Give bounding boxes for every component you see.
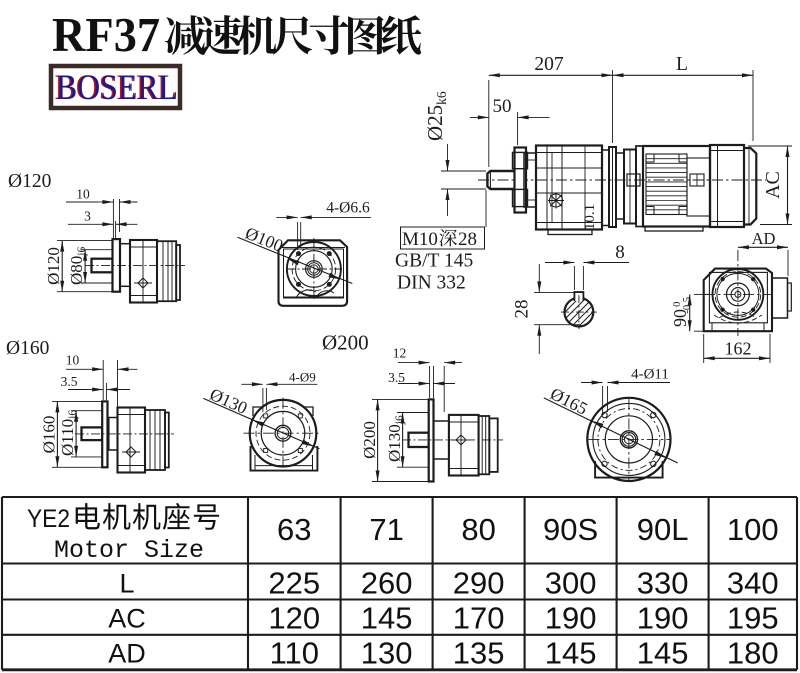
svg-text:Ø120: Ø120: [44, 247, 63, 285]
svg-text:L: L: [676, 54, 688, 75]
svg-text:GB/T 145: GB/T 145: [395, 251, 473, 272]
svg-text:Ø200: Ø200: [360, 421, 379, 459]
svg-text:90 0-0.5: 90 0-0.5: [670, 297, 693, 327]
svg-text:Ø120: Ø120: [8, 171, 51, 192]
svg-text:RF37: RF37: [52, 7, 160, 62]
svg-text:180: 180: [727, 636, 779, 671]
svg-text:90L: 90L: [637, 512, 689, 547]
svg-text:AD: AD: [752, 229, 776, 248]
svg-text:3.5: 3.5: [388, 370, 405, 385]
svg-text:330: 330: [637, 566, 689, 601]
svg-text:300: 300: [545, 566, 597, 601]
svg-text:10: 10: [76, 187, 90, 202]
svg-text:190: 190: [637, 601, 689, 636]
svg-text:100: 100: [727, 512, 779, 547]
svg-text:AC: AC: [762, 171, 784, 199]
svg-text:BOSERL: BOSERL: [55, 67, 177, 107]
svg-text:145: 145: [545, 636, 597, 671]
svg-text:130: 130: [361, 636, 413, 671]
svg-text:50: 50: [493, 96, 512, 117]
svg-text:10: 10: [66, 353, 80, 368]
svg-text:DIN 332: DIN 332: [397, 273, 466, 294]
svg-text:12: 12: [393, 346, 407, 361]
svg-text:Ø110j6: Ø110j6: [58, 410, 79, 456]
svg-text:290: 290: [453, 566, 505, 601]
svg-text:3.5: 3.5: [61, 374, 78, 389]
svg-text:90S: 90S: [543, 512, 598, 547]
svg-text:145: 145: [361, 601, 413, 636]
svg-text:L: L: [119, 569, 134, 599]
svg-text:340: 340: [727, 566, 779, 601]
svg-text:10.1: 10.1: [582, 204, 598, 230]
svg-text:4-Ø11: 4-Ø11: [631, 367, 669, 383]
svg-text:80: 80: [461, 512, 495, 547]
svg-text:28: 28: [458, 229, 477, 250]
svg-text:4-Ø6.6: 4-Ø6.6: [326, 200, 370, 217]
svg-text:AD: AD: [108, 639, 146, 669]
svg-text:135: 135: [453, 636, 505, 671]
svg-text:M10: M10: [402, 229, 438, 250]
svg-text:Ø160: Ø160: [40, 416, 59, 454]
svg-text:162: 162: [725, 339, 752, 359]
svg-text:AC: AC: [108, 604, 146, 634]
svg-text:260: 260: [361, 566, 413, 601]
svg-text:Ø80j6: Ø80j6: [67, 247, 88, 285]
svg-text:195: 195: [727, 601, 779, 636]
svg-text:71: 71: [369, 512, 403, 547]
svg-text:4-Ø9: 4-Ø9: [289, 370, 316, 385]
svg-text:120: 120: [268, 601, 320, 636]
svg-text:8: 8: [615, 242, 625, 263]
svg-text:145: 145: [637, 636, 689, 671]
svg-text:Ø200: Ø200: [322, 330, 369, 354]
svg-text:28: 28: [512, 300, 533, 319]
svg-text:Motor Size: Motor Size: [54, 536, 204, 565]
svg-text:3: 3: [84, 209, 91, 224]
svg-text:YE2: YE2: [27, 505, 70, 533]
svg-text:190: 190: [545, 601, 597, 636]
svg-text:BOSERL: BOSERL: [56, 67, 178, 107]
svg-text:225: 225: [268, 566, 320, 601]
svg-text:63: 63: [277, 512, 311, 547]
svg-text:170: 170: [453, 601, 505, 636]
svg-text:Ø160: Ø160: [6, 338, 49, 359]
svg-text:207: 207: [534, 54, 564, 75]
svg-text:110: 110: [270, 636, 319, 671]
svg-text:Ø25k6: Ø25k6: [423, 91, 449, 141]
svg-text:Ø130j6: Ø130j6: [385, 415, 406, 462]
